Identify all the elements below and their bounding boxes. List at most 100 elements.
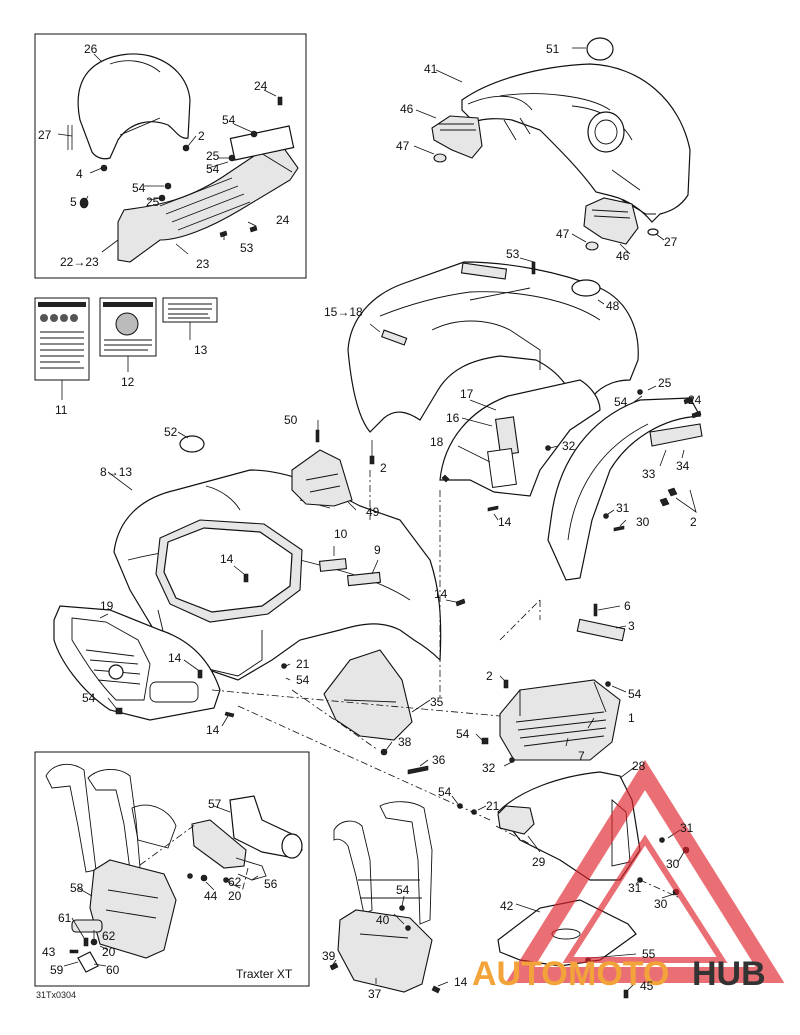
callout-4: 4 bbox=[76, 167, 83, 181]
callout-19: 19 bbox=[100, 599, 114, 613]
callout-27: 27 bbox=[38, 128, 52, 142]
callout-2: 2 bbox=[690, 515, 697, 529]
callout-61: 61 bbox=[58, 911, 72, 925]
inset-box-traxter-xt bbox=[34, 751, 310, 987]
callout-14: 14 bbox=[434, 587, 448, 601]
callout-31: 31 bbox=[616, 501, 630, 515]
callout-59: 59 bbox=[50, 963, 64, 977]
callout-52: 52 bbox=[164, 425, 178, 439]
callout-44: 44 bbox=[204, 889, 218, 903]
callout-29: 29 bbox=[532, 855, 546, 869]
callout-20: 20 bbox=[228, 889, 242, 903]
callout-62: 62 bbox=[102, 929, 116, 943]
front-bumper-19 bbox=[53, 605, 221, 721]
callout-6: 6 bbox=[624, 599, 631, 613]
decal-group bbox=[34, 297, 218, 400]
decal-9 bbox=[346, 571, 382, 587]
callout-31: 31 bbox=[628, 881, 642, 895]
callout-14: 14 bbox=[498, 515, 512, 529]
callout-30: 30 bbox=[666, 857, 680, 871]
callout-54: 54 bbox=[456, 727, 470, 741]
drawing-code: 31Tx0304 bbox=[36, 990, 76, 1000]
callout-58: 58 bbox=[70, 881, 84, 895]
callout-28: 28 bbox=[632, 759, 646, 773]
watermark-auto: AUTO bbox=[472, 955, 568, 993]
callout-16: 16 bbox=[446, 411, 460, 425]
callout-25: 25 bbox=[658, 376, 672, 390]
callout-54: 54 bbox=[628, 687, 642, 701]
callout-27: 27 bbox=[664, 235, 678, 249]
callout-30: 30 bbox=[654, 897, 668, 911]
front-fender-8-13 bbox=[113, 469, 442, 681]
callout-60: 60 bbox=[106, 963, 120, 977]
rear-panel-41 bbox=[461, 63, 691, 223]
callout-30: 30 bbox=[636, 515, 650, 529]
inset-bumper-parts bbox=[45, 763, 303, 973]
callout-48: 48 bbox=[606, 299, 620, 313]
callout-51: 51 bbox=[546, 42, 560, 56]
callout-35: 35 bbox=[430, 695, 444, 709]
callout-21: 21 bbox=[296, 657, 310, 671]
callout-54: 54 bbox=[396, 883, 410, 897]
callout-1: 1 bbox=[628, 711, 635, 725]
callout-17: 17 bbox=[460, 387, 474, 401]
trim-34 bbox=[649, 423, 703, 447]
callout-31: 31 bbox=[680, 821, 694, 835]
callout-55: 55 bbox=[642, 947, 656, 961]
callout-54: 54 bbox=[206, 162, 220, 176]
callout-15-18: 15→18 bbox=[324, 305, 363, 319]
callout-20: 20 bbox=[102, 945, 116, 959]
watermark-logo bbox=[505, 759, 785, 983]
callout-43: 43 bbox=[42, 945, 56, 959]
callout-11: 11 bbox=[55, 403, 68, 417]
callout-62: 62 bbox=[228, 875, 242, 889]
callout-46: 46 bbox=[616, 249, 630, 263]
callout-2: 2 bbox=[198, 129, 205, 143]
footrest-1 bbox=[499, 679, 621, 761]
callout-54: 54 bbox=[438, 785, 452, 799]
callout-21: 21 bbox=[486, 799, 500, 813]
callout-14: 14 bbox=[168, 651, 182, 665]
callout-57: 57 bbox=[208, 797, 222, 811]
callout-33: 33 bbox=[642, 467, 656, 481]
callout-54: 54 bbox=[296, 673, 310, 687]
cap-52 bbox=[179, 435, 205, 453]
callout-14: 14 bbox=[454, 975, 468, 989]
watermark-moto: MOTO bbox=[568, 955, 669, 993]
callout-2: 2 bbox=[380, 461, 387, 475]
callout-45: 45 bbox=[640, 979, 654, 993]
callout-14: 14 bbox=[220, 552, 234, 566]
decal-10 bbox=[318, 558, 348, 572]
callout-42: 42 bbox=[500, 899, 514, 913]
callout-53: 53 bbox=[506, 247, 520, 261]
callout-13: 13 bbox=[194, 343, 208, 357]
callout-47: 47 bbox=[556, 227, 570, 241]
callout-36: 36 bbox=[432, 753, 446, 767]
deflector-35 bbox=[323, 649, 413, 741]
callout-54: 54 bbox=[222, 113, 236, 127]
bracket-49 bbox=[291, 449, 353, 507]
callout-54: 54 bbox=[132, 181, 146, 195]
callout-8-13: 8→13 bbox=[100, 465, 132, 479]
rear-guard-37 bbox=[333, 801, 433, 993]
bracket-29 bbox=[497, 805, 535, 835]
decal-17 bbox=[487, 447, 517, 489]
callout-49: 49 bbox=[366, 505, 380, 519]
fender-flare-33 bbox=[547, 397, 701, 581]
callout-23: 23 bbox=[196, 257, 210, 271]
callout-24: 24 bbox=[688, 393, 702, 407]
callout-14: 14 bbox=[206, 723, 220, 737]
rear-fender-15-18 bbox=[347, 261, 639, 433]
inset-box-front-bumper bbox=[34, 33, 307, 279]
callout-34: 34 bbox=[676, 459, 690, 473]
callout-41: 41 bbox=[424, 62, 438, 76]
callout-56: 56 bbox=[264, 877, 278, 891]
callout-24: 24 bbox=[254, 79, 268, 93]
callout-7: 7 bbox=[578, 749, 585, 763]
callout-47: 47 bbox=[396, 139, 410, 153]
callout-54: 54 bbox=[614, 395, 628, 409]
cap-48 bbox=[571, 279, 601, 297]
callout-24: 24 bbox=[276, 213, 290, 227]
inset-front-parts bbox=[77, 53, 299, 263]
